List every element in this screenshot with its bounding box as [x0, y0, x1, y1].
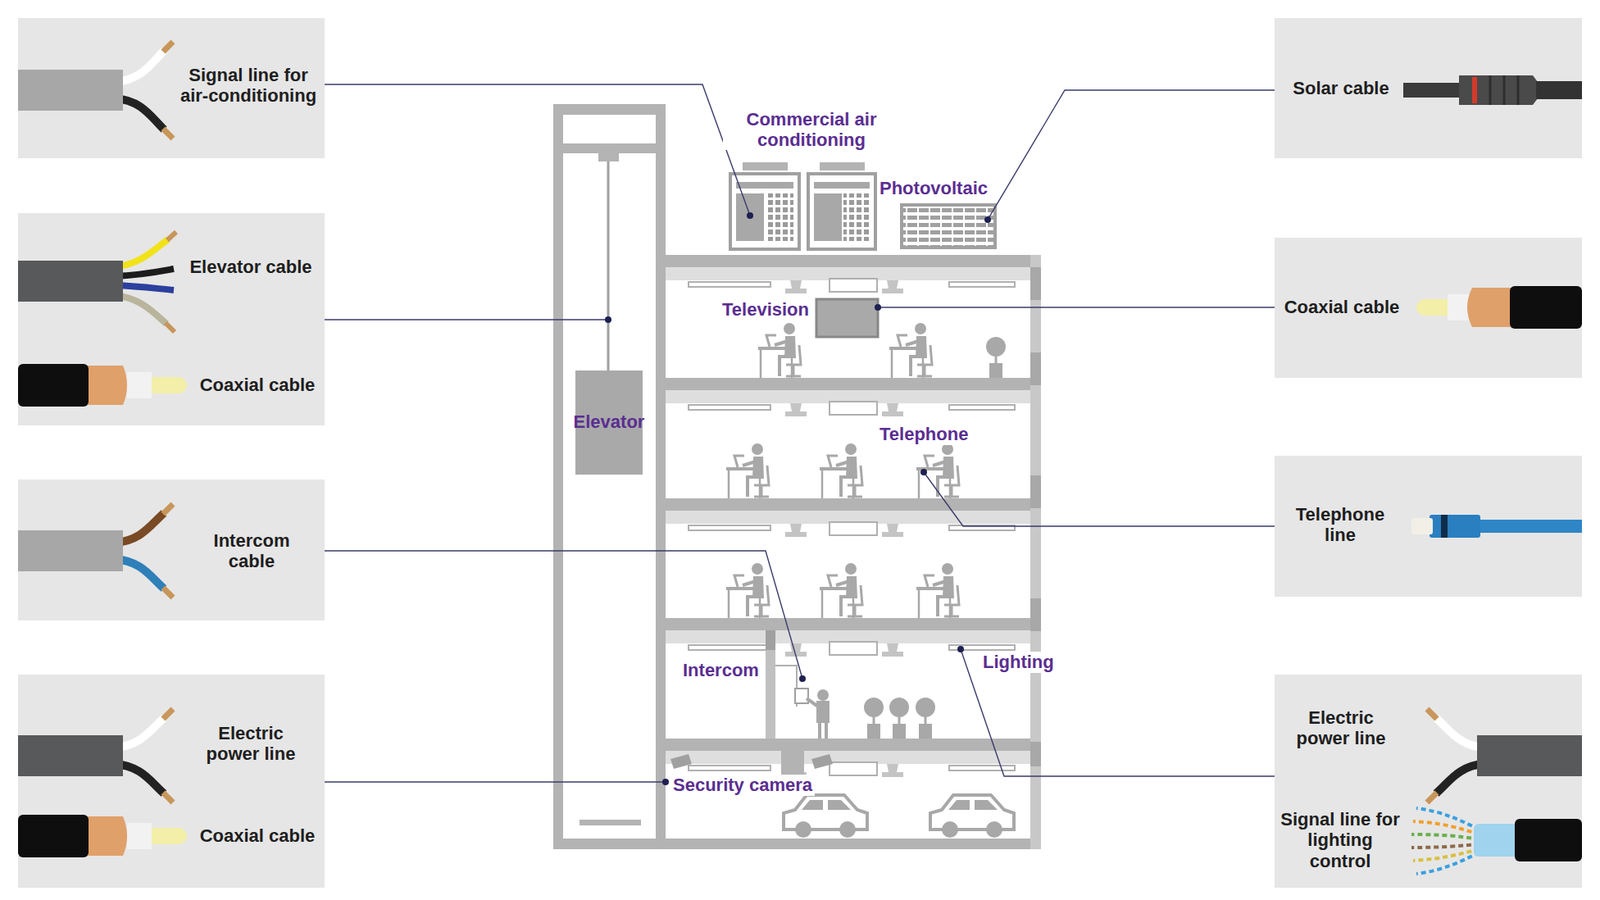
leader-dots: [604, 212, 991, 786]
cable-icons: [18, 41, 1582, 874]
cable-name: Coaxial cable: [193, 374, 322, 396]
equipment-label: Photovoltaic: [877, 177, 991, 199]
cable-name: Elevator cable: [180, 256, 322, 278]
cable-panel: Electric power lineCoaxial cable: [18, 674, 325, 888]
cable-panel: Elevator cableCoaxial cable: [18, 213, 325, 426]
cable-name: Electric power line: [197, 722, 305, 765]
cable-panel: Telephone line: [1274, 455, 1582, 597]
equipment-label: Lighting: [980, 651, 1057, 673]
equipment-label: Telephone: [877, 423, 971, 445]
cable-name: Coaxial cable: [1280, 296, 1404, 318]
equipment-label: Security camera: [670, 774, 815, 796]
cable-name: Solar cable: [1283, 77, 1399, 99]
panel-grounds: [18, 18, 1582, 888]
equipment-label: Commercial air conditioning: [722, 109, 900, 151]
equipment-label: Elevator: [573, 411, 646, 432]
cable-name: Telephone line: [1277, 504, 1403, 546]
leader-lines: [324, 84, 1275, 782]
cable-name: Signal line for lighting control: [1278, 809, 1402, 872]
cable-panel: Signal line for air-conditioning: [18, 18, 325, 159]
cable-panel: Intercom cable: [18, 479, 325, 621]
cable-name: Coaxial cable: [193, 825, 322, 846]
cable-name: Signal line for air-conditioning: [175, 64, 322, 107]
cable-panel: Coaxial cable: [1274, 237, 1582, 378]
cable-name: Intercom cable: [200, 530, 303, 573]
building: [553, 104, 1041, 850]
equipment-label: Intercom: [680, 659, 762, 681]
cable-name: Electric power line: [1287, 707, 1395, 750]
cable-panel: Electric power lineSignal line for light…: [1274, 674, 1582, 888]
cable-panel: Solar cable: [1274, 18, 1582, 159]
equipment-label: Television: [719, 299, 812, 320]
